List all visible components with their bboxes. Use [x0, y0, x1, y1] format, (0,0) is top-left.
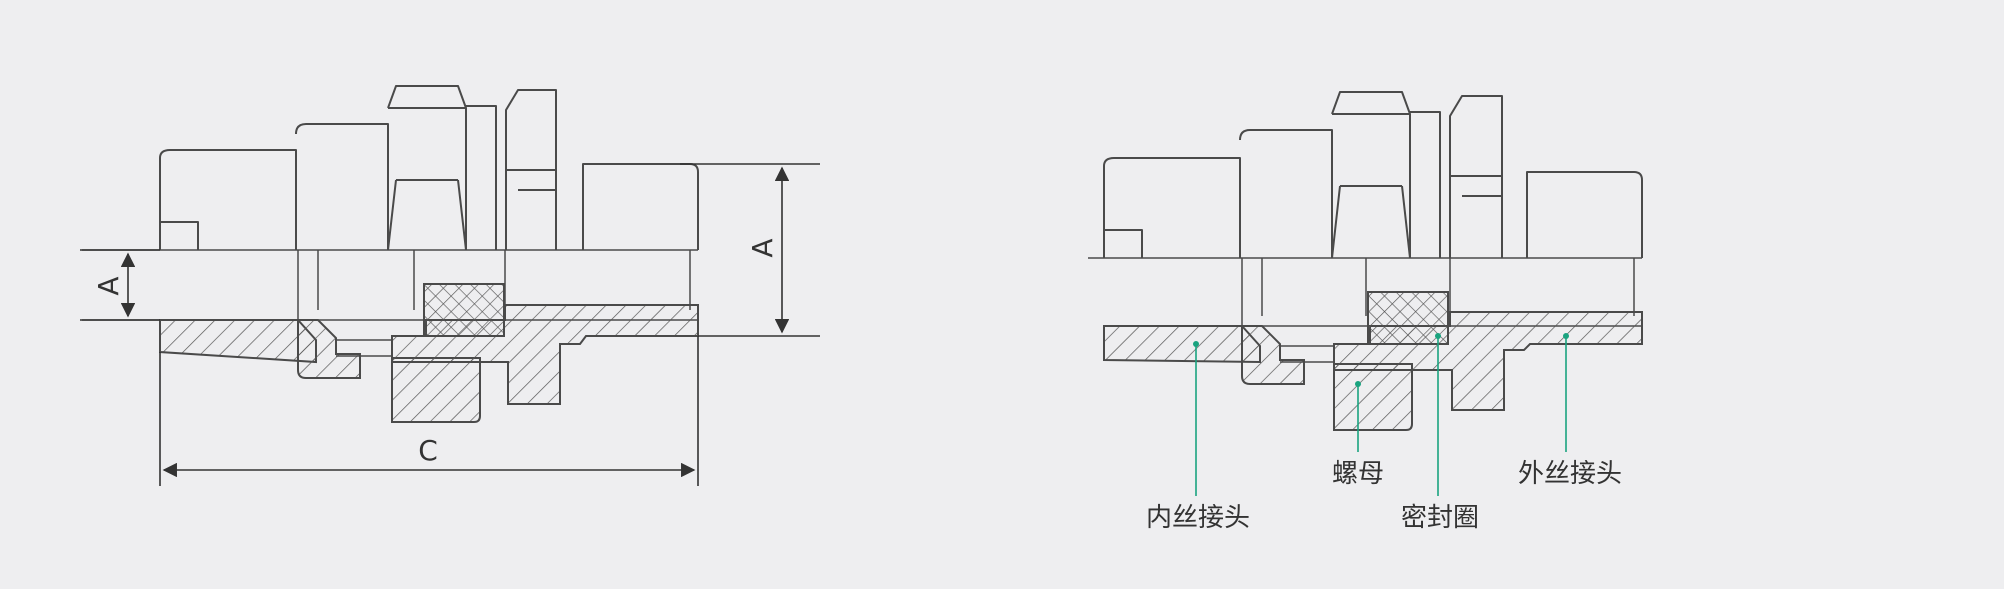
right-dimension-a: A — [746, 238, 779, 257]
left-locknut — [505, 89, 557, 250]
left-male-body-outline — [582, 163, 699, 250]
right-nut-section — [1333, 363, 1413, 431]
left-thread-step — [336, 339, 392, 357]
right-female-section — [1103, 325, 1261, 364]
right-female-body-outline — [1103, 157, 1241, 258]
right-male-body-outline — [1526, 171, 1643, 258]
right-middle-body-outline — [1239, 129, 1333, 258]
left-female-body-outline — [159, 149, 297, 250]
right-thread-step — [1280, 345, 1334, 363]
right-middle-section — [1241, 325, 1305, 385]
right-seal-section — [1367, 291, 1449, 345]
left-nut-hex — [387, 85, 467, 251]
left-nut-section — [391, 357, 481, 423]
label-nut: 螺母 — [1332, 459, 1384, 489]
left-middle-body-outline — [295, 123, 389, 250]
dimension-c: C — [418, 434, 438, 467]
left-female-notch — [160, 221, 199, 250]
right-washer — [1410, 111, 1441, 258]
right-female-notch — [1104, 229, 1143, 258]
left-dimension-a: A — [92, 276, 125, 295]
labeled-view: 内丝接头 螺母 密封圈 外丝接头 — [1088, 91, 1643, 533]
right-nut-hex — [1331, 91, 1411, 259]
right-locknut — [1449, 95, 1503, 258]
label-seal-ring: 密封圈 — [1401, 503, 1479, 533]
left-middle-section — [297, 319, 361, 379]
label-male-connector: 外丝接头 — [1518, 459, 1622, 489]
dimensioned-view: A A C — [80, 85, 820, 486]
label-female-connector: 内丝接头 — [1146, 503, 1250, 533]
left-female-section — [158, 319, 317, 364]
left-seal-section — [423, 283, 505, 337]
left-washer — [466, 105, 497, 250]
